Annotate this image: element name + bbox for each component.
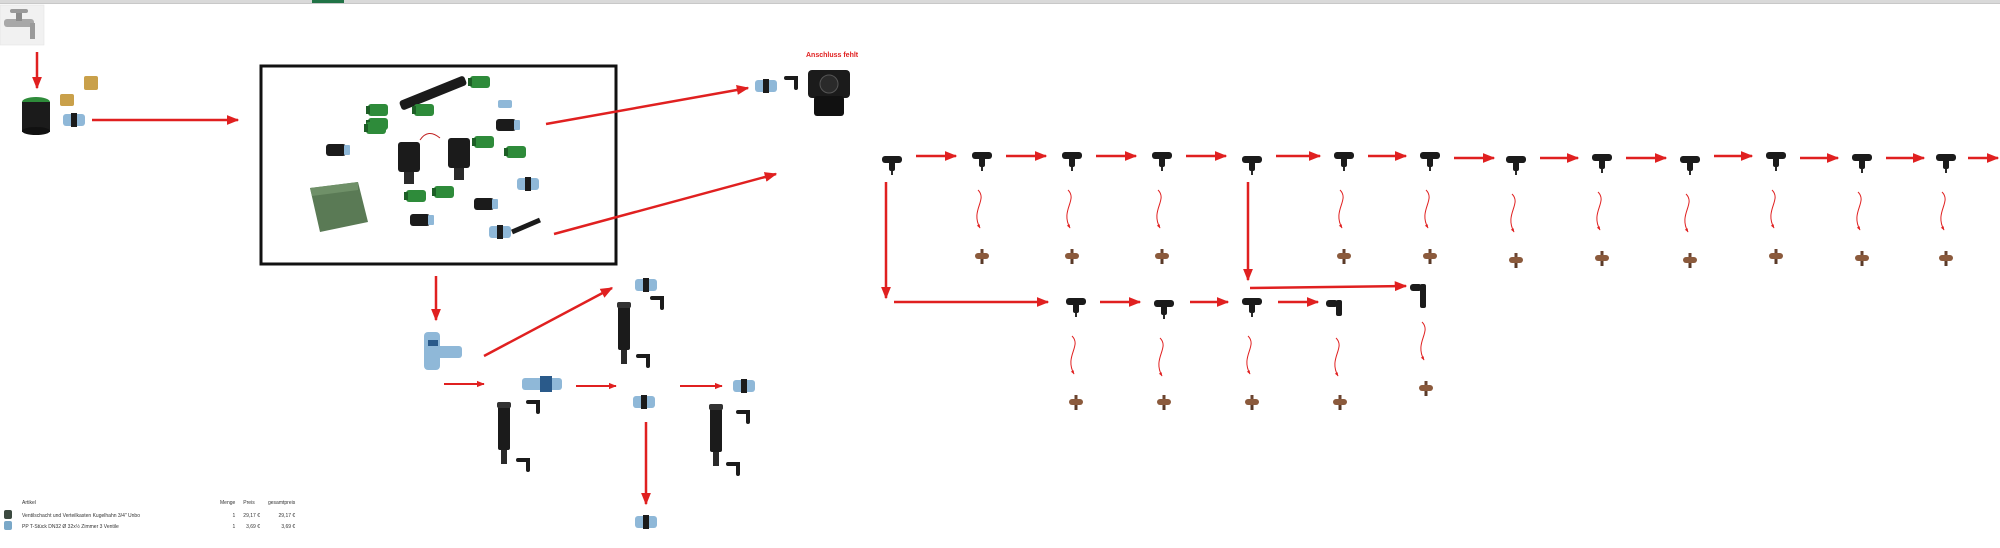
cell-price[interactable]: 29,17 €	[243, 512, 260, 519]
pipe-coupler-icon	[633, 395, 655, 409]
pipe-coupler-icon	[733, 379, 755, 393]
elbow-icon	[726, 462, 740, 476]
missing-connection-note: Anschluss fehlt	[806, 52, 859, 59]
pipe-coupler-icon	[635, 278, 657, 292]
drip-line-lower	[894, 281, 1433, 410]
column-header-total: gesamtpreis	[267, 500, 296, 506]
table-row[interactable]: Ventilschacht und Verteilkasten Kugelhah…	[0, 510, 299, 521]
column-header-price: Preis	[243, 500, 255, 506]
pipe-coupler-icon	[635, 515, 657, 529]
pipe-coupler-icon	[755, 79, 777, 93]
cell-article[interactable]: Ventilschacht und Verteilkasten Kugelhah…	[22, 512, 140, 519]
elbow-icon	[736, 410, 750, 424]
valve-box-icon	[22, 97, 50, 135]
fitting-kit-frame	[259, 64, 618, 266]
elbow-icon	[526, 400, 540, 414]
popup-sprinkler-icon	[617, 302, 631, 364]
cell-price[interactable]: 3,69 €	[246, 523, 260, 530]
table-header-row: Artikel Menge Preis gesamtpreis	[0, 496, 299, 510]
cell-article[interactable]: PP T-Stück DN32 Ø 32x½ Zimmer 3 Ventile	[22, 523, 119, 530]
table-row[interactable]: PP T-Stück DN32 Ø 32x½ Zimmer 3 Ventile …	[0, 521, 299, 532]
elbow-icon	[636, 354, 650, 368]
arrow-kit-to-drip-line	[553, 172, 778, 236]
cell-quantity[interactable]: 1	[232, 512, 236, 519]
valve-box-icon	[4, 510, 12, 519]
popup-sprinkler-icon	[497, 402, 511, 464]
arrow-tee-up	[483, 286, 614, 358]
tap-connector-icon	[808, 70, 850, 116]
cell-quantity[interactable]: 1	[232, 523, 236, 530]
pipe-coupler-icon	[63, 113, 85, 127]
brass-fitting-icon	[60, 76, 98, 106]
elbow-icon	[784, 76, 798, 90]
drip-line-upper	[882, 151, 2000, 268]
cell-total[interactable]: 29,17 €	[278, 512, 296, 519]
parts-list-table: Artikel Menge Preis gesamtpreis Ventilsc…	[0, 496, 299, 532]
blue-tee-icon	[522, 376, 562, 392]
elbow-icon	[650, 296, 664, 310]
column-header-article: Artikel	[22, 500, 36, 506]
cell-total[interactable]: 3,69 €	[281, 523, 296, 530]
popup-sprinkler-icon	[709, 404, 723, 466]
fitting-kit-contents	[310, 76, 541, 239]
arrow-kit-to-sprinkler	[545, 85, 750, 126]
active-tab-indicator	[312, 0, 344, 3]
pp-tee-icon	[4, 521, 12, 530]
blue-tee-icon	[424, 332, 462, 370]
elbow-icon	[516, 458, 530, 472]
green-valve-box-icon	[310, 182, 368, 232]
column-header-quantity: Menge	[220, 500, 236, 506]
faucet-icon	[0, 4, 45, 46]
spreadsheet-top-bar	[0, 0, 2000, 4]
